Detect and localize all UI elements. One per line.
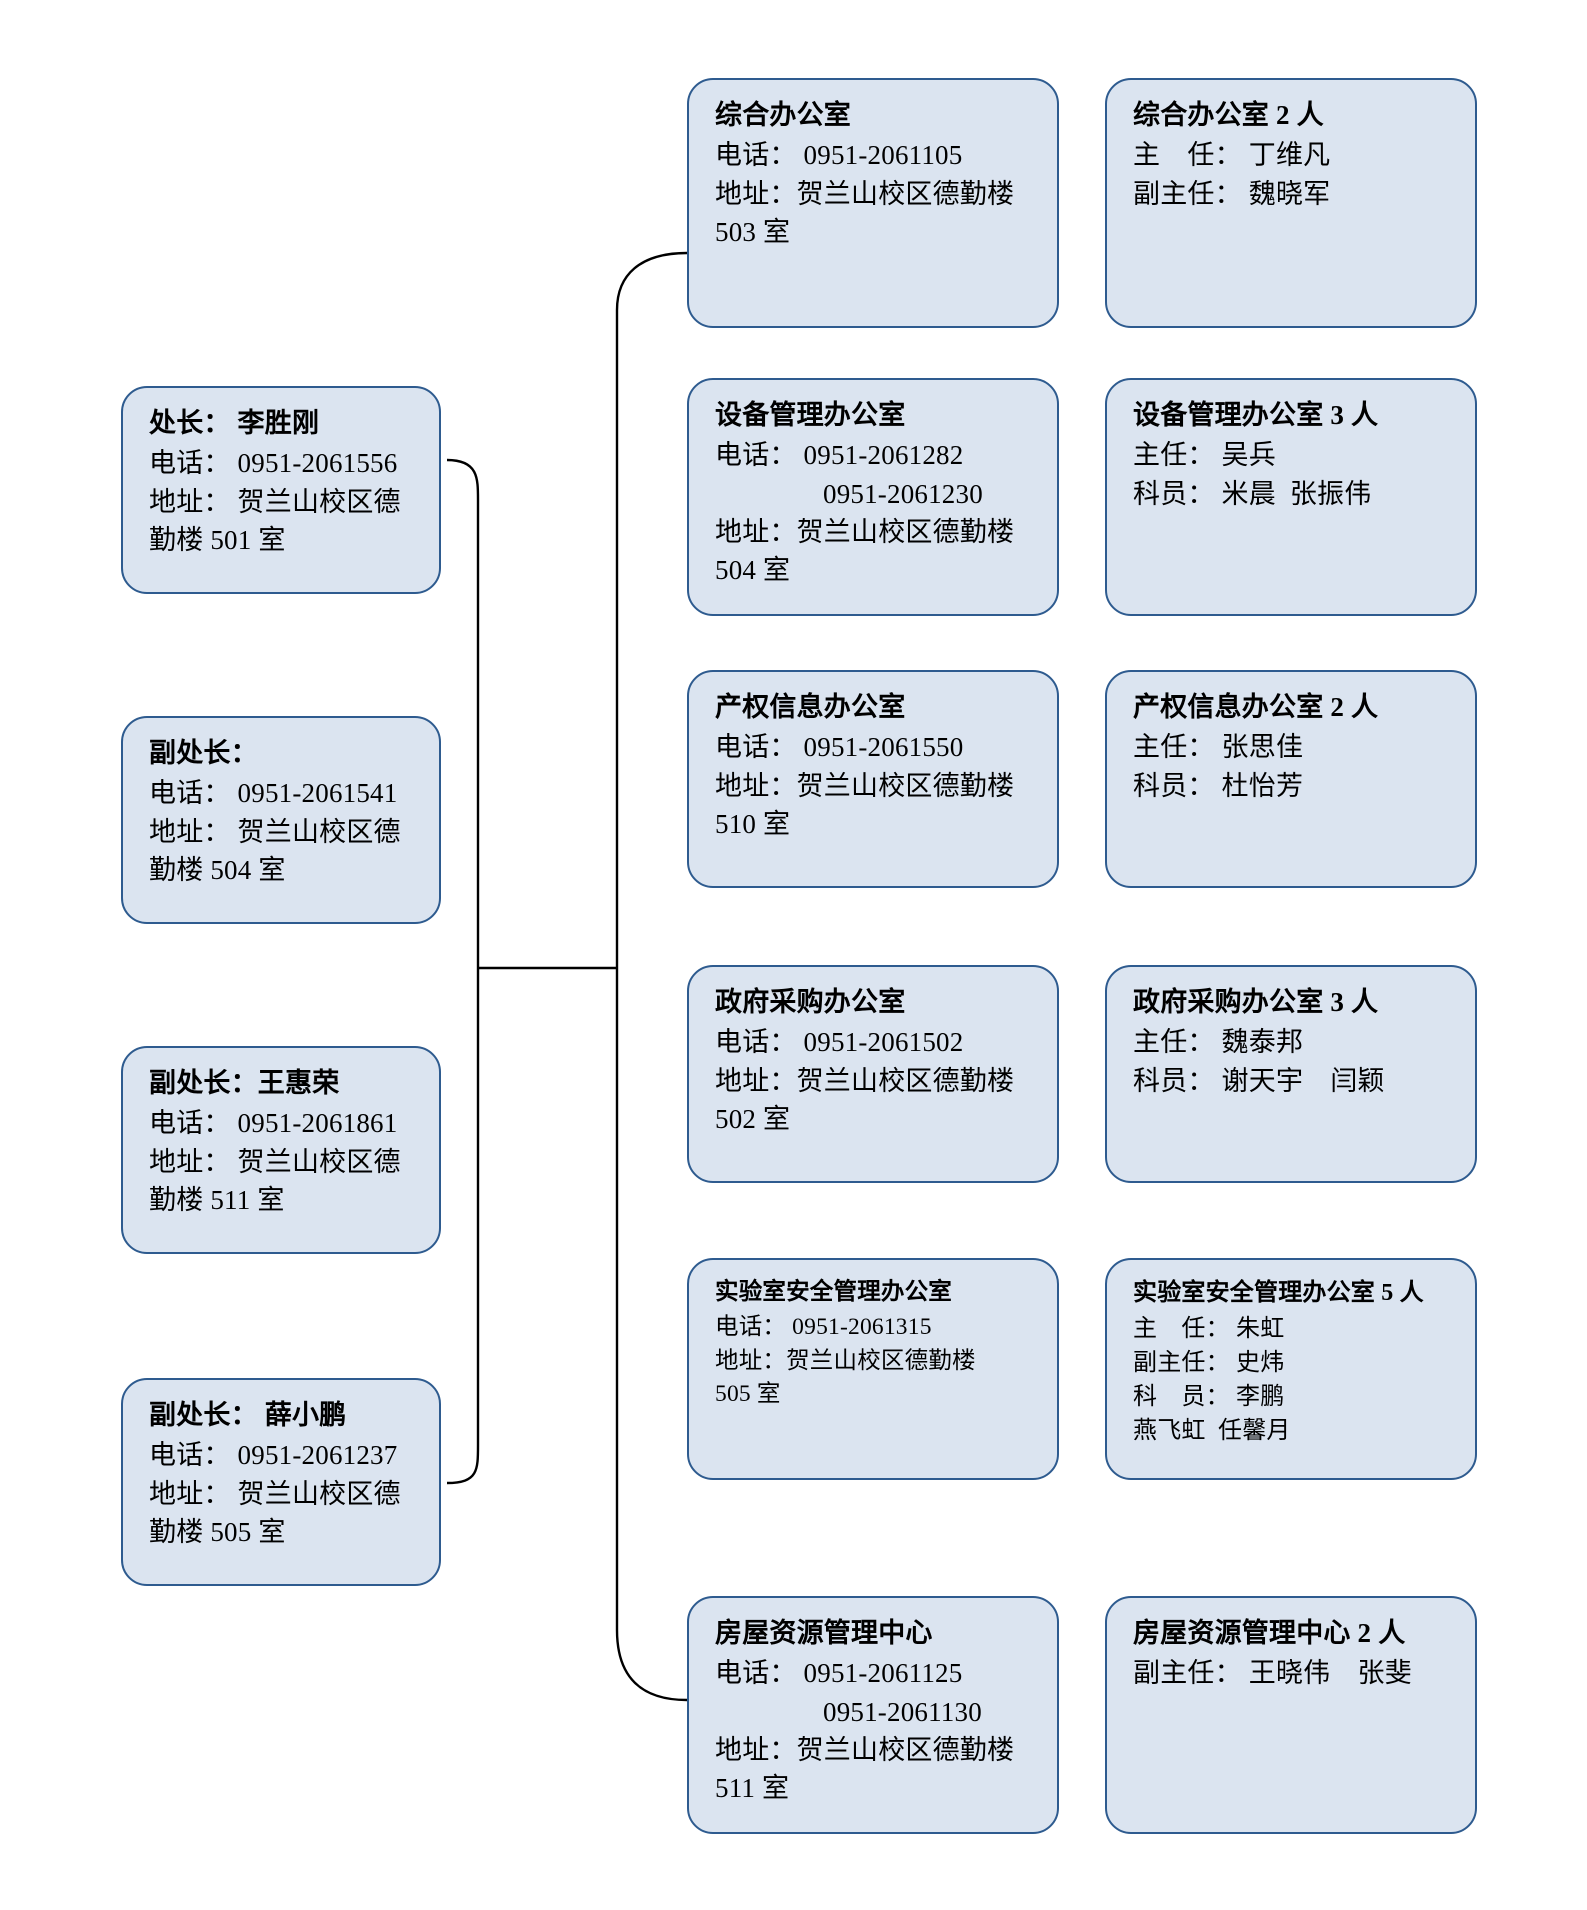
card-line: 地址： 贺兰山校区德	[149, 816, 401, 847]
leadership-card-deputy-director-3[interactable]: 副处长： 薛小鹏 电话： 0951-2061237 地址： 贺兰山校区德 勤楼 …	[121, 1378, 441, 1586]
staff-line: 主 任： 朱虹	[1133, 1316, 1285, 1343]
office-address-room: 503 室	[715, 216, 791, 247]
staff-line: 燕飞虹 任馨月	[1133, 1418, 1291, 1445]
card-line: 电话： 0951-2061861	[149, 1108, 398, 1139]
office-contact-general-office[interactable]: 综合办公室 电话： 0951-2061105 地址：贺兰山校区德勤楼 503 室	[687, 78, 1059, 328]
office-address: 地址：贺兰山校区德勤楼	[715, 1734, 1015, 1765]
card-line: 副处长：王惠荣	[149, 1068, 340, 1098]
office-address: 地址：贺兰山校区德勤楼	[715, 516, 1015, 547]
card-line: 电话： 0951-2061541	[149, 778, 398, 809]
card-line: 勤楼 511 室	[149, 1184, 285, 1215]
office-staff-government-procurement-office[interactable]: 政府采购办公室 3 人 主任： 魏泰邦 科员： 谢天宇 闫颖	[1105, 965, 1477, 1183]
office-phone: 电话： 0951-2061282	[715, 440, 964, 471]
staff-line: 科 员： 李鹏	[1133, 1384, 1285, 1411]
office-contact-property-information-office[interactable]: 产权信息办公室 电话： 0951-2061550 地址：贺兰山校区德勤楼 510…	[687, 670, 1059, 888]
office-staff-housing-resource-management-center[interactable]: 房屋资源管理中心 2 人 副主任： 王晓伟 张斐	[1105, 1596, 1477, 1834]
staff-line: 科员： 米晨 张振伟	[1133, 478, 1372, 509]
card-line: 地址： 贺兰山校区德	[149, 1478, 401, 1509]
card-line: 勤楼 501 室	[149, 524, 286, 555]
staff-line: 副主任： 王晓伟 张斐	[1133, 1658, 1412, 1689]
office-address-room: 510 室	[715, 808, 791, 839]
staff-line: 副主任： 魏晓军	[1133, 178, 1331, 209]
office-phone-secondary: 0951-2061230	[823, 478, 983, 509]
staff-line: 科员： 谢天宇 闫颖	[1133, 1065, 1385, 1096]
staff-title: 产权信息办公室 2 人	[1133, 692, 1379, 722]
office-address: 地址：贺兰山校区德勤楼	[715, 770, 1015, 801]
staff-title: 实验室安全管理办公室 5 人	[1133, 1280, 1424, 1306]
office-title: 房屋资源管理中心	[715, 1618, 933, 1648]
office-phone: 电话： 0951-2061502	[715, 1027, 964, 1058]
card-line: 副处长： 薛小鹏	[149, 1400, 347, 1430]
office-phone: 电话： 0951-2061125	[715, 1658, 963, 1689]
staff-title: 政府采购办公室 3 人	[1133, 987, 1379, 1017]
card-line: 地址： 贺兰山校区德	[149, 1146, 401, 1177]
office-contact-government-procurement-office[interactable]: 政府采购办公室 电话： 0951-2061502 地址：贺兰山校区德勤楼 502…	[687, 965, 1059, 1183]
office-title: 综合办公室	[715, 100, 851, 130]
office-title: 设备管理办公室	[715, 400, 906, 430]
staff-line: 主任： 魏泰邦	[1133, 1027, 1304, 1058]
card-line: 电话： 0951-2061556	[149, 448, 398, 479]
office-phone-secondary: 0951-2061130	[823, 1696, 982, 1727]
office-staff-equipment-management-office[interactable]: 设备管理办公室 3 人 主任： 吴兵 科员： 米晨 张振伟	[1105, 378, 1477, 616]
staff-line: 主任： 吴兵	[1133, 440, 1276, 471]
office-phone: 电话： 0951-2061550	[715, 732, 964, 763]
staff-line: 副主任： 史炜	[1133, 1350, 1285, 1377]
office-address-room: 505 室	[715, 1381, 781, 1408]
staff-line: 主任： 张思佳	[1133, 732, 1304, 763]
card-line: 副处长：	[149, 738, 258, 768]
office-phone: 电话： 0951-2061105	[715, 140, 963, 171]
card-line: 处长： 李胜刚	[149, 408, 320, 438]
office-address-room: 511 室	[715, 1773, 790, 1804]
office-phone: 电话： 0951-2061315	[715, 1314, 932, 1341]
office-address: 地址：贺兰山校区德勤楼	[715, 1347, 976, 1374]
office-staff-general-office[interactable]: 综合办公室 2 人 主 任： 丁维凡 副主任： 魏晓军	[1105, 78, 1477, 328]
office-title: 产权信息办公室	[715, 692, 906, 722]
office-address-room: 502 室	[715, 1103, 791, 1134]
card-line: 地址： 贺兰山校区德	[149, 486, 401, 517]
leadership-card-director[interactable]: 处长： 李胜刚 电话： 0951-2061556 地址： 贺兰山校区德 勤楼 5…	[121, 386, 441, 594]
leadership-card-deputy-director-2[interactable]: 副处长：王惠荣 电话： 0951-2061861 地址： 贺兰山校区德 勤楼 5…	[121, 1046, 441, 1254]
staff-line: 主 任： 丁维凡	[1133, 140, 1331, 171]
office-contact-equipment-management-office[interactable]: 设备管理办公室 电话： 0951-2061282 0951-2061230 地址…	[687, 378, 1059, 616]
card-line: 电话： 0951-2061237	[149, 1440, 398, 1471]
office-title: 实验室安全管理办公室	[715, 1279, 952, 1305]
leadership-card-deputy-director-1[interactable]: 副处长： 电话： 0951-2061541 地址： 贺兰山校区德 勤楼 504 …	[121, 716, 441, 924]
office-address: 地址：贺兰山校区德勤楼	[715, 1065, 1015, 1096]
office-address: 地址：贺兰山校区德勤楼	[715, 178, 1015, 209]
office-staff-property-information-office[interactable]: 产权信息办公室 2 人 主任： 张思佳 科员： 杜怡芳	[1105, 670, 1477, 888]
office-contact-laboratory-safety-management-office[interactable]: 实验室安全管理办公室 电话： 0951-2061315 地址：贺兰山校区德勤楼 …	[687, 1258, 1059, 1480]
office-title: 政府采购办公室	[715, 987, 906, 1017]
staff-line: 科员： 杜怡芳	[1133, 770, 1304, 801]
office-contact-housing-resource-management-center[interactable]: 房屋资源管理中心 电话： 0951-2061125 0951-2061130 地…	[687, 1596, 1059, 1834]
staff-title: 设备管理办公室 3 人	[1133, 400, 1379, 430]
staff-title: 房屋资源管理中心 2 人	[1133, 1618, 1406, 1648]
card-line: 勤楼 505 室	[149, 1516, 286, 1547]
staff-title: 综合办公室 2 人	[1133, 100, 1324, 130]
office-address-room: 504 室	[715, 555, 791, 586]
office-staff-laboratory-safety-management-office[interactable]: 实验室安全管理办公室 5 人 主 任： 朱虹 副主任： 史炜 科 员： 李鹏 燕…	[1105, 1258, 1477, 1480]
card-line: 勤楼 504 室	[149, 854, 286, 885]
